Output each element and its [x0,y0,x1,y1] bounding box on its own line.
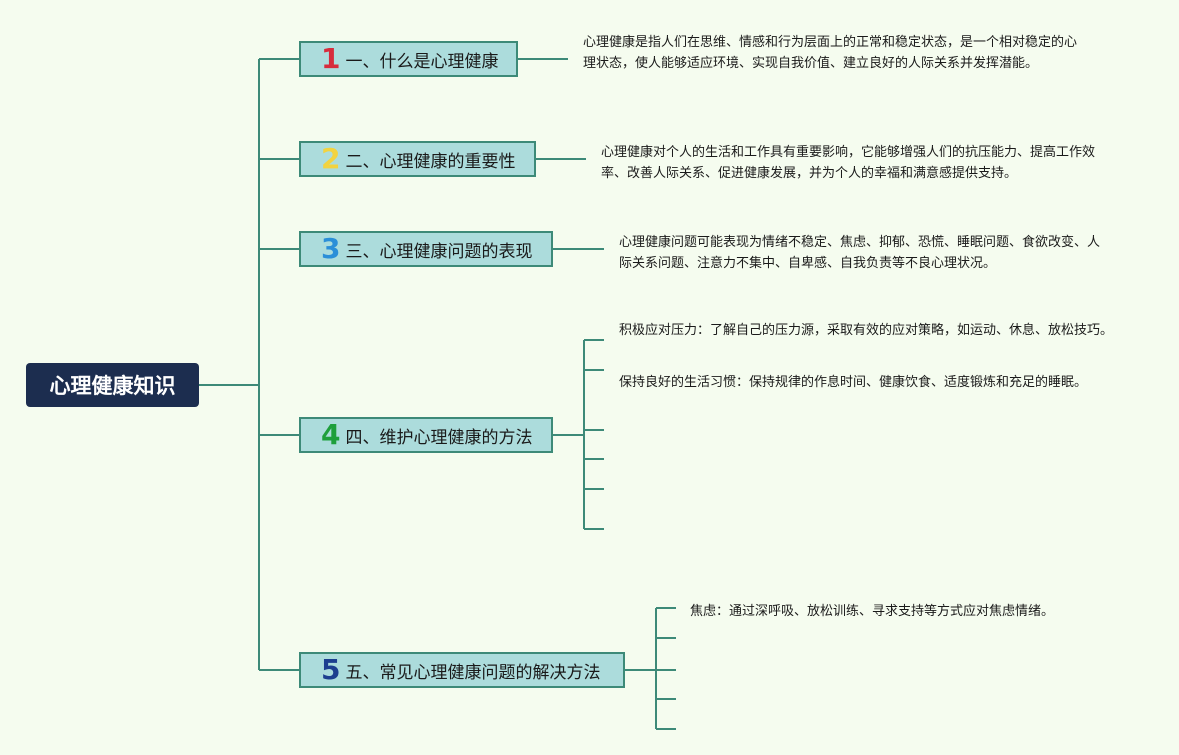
root-label: 心理健康知识 [49,374,176,398]
number-3-icon: 3 [321,232,341,265]
number-2-icon: 2 [321,142,341,175]
topic-5-detail: 焦虑：通过深呼吸、放松训练、寻求支持等方式应对焦虑情绪。 [690,604,1055,619]
topic-node-1[interactable]: 1 一、什么是心理健康 [299,41,518,77]
topic-node-3[interactable]: 3 三、心理健康问题的表现 [299,231,553,267]
topic-1-detail: 心理健康是指人们在思维、情感和行为层面上的正常和稳定状态，是一个相对稳定的心理状… [583,35,1078,71]
topic-4-detail-2: 保持良好的生活习惯：保持规律的作息时间、健康饮食、适度锻炼和充足的睡眠。 [619,375,1088,390]
topic-label: 五、常见心理健康问题的解决方法 [345,662,601,683]
topic-4-detail-1: 积极应对压力：了解自己的压力源，采取有效的应对策略，如运动、休息、放松技巧。 [619,323,1114,338]
topic-2-detail: 心理健康对个人的生活和工作具有重要影响，它能够增强人们的抗压能力、提高工作效率、… [601,145,1096,181]
topic-label: 三、心理健康问题的表现 [345,241,533,262]
topic-label: 四、维护心理健康的方法 [345,427,533,448]
topic-node-2[interactable]: 2 二、心理健康的重要性 [299,141,536,177]
topic-label: 一、什么是心理健康 [345,51,499,72]
topic-3-detail: 心理健康问题可能表现为情绪不稳定、焦虑、抑郁、恐慌、睡眠问题、食欲改变、人际关系… [619,235,1101,271]
root-node[interactable]: 心理健康知识 [26,363,199,407]
number-5-icon: 5 [321,653,341,686]
number-4-icon: 4 [321,418,341,451]
topic-node-5[interactable]: 5 五、常见心理健康问题的解决方法 [299,652,625,688]
topic-label: 二、心理健康的重要性 [345,151,516,172]
number-1-icon: 1 [321,42,341,75]
topic-node-4[interactable]: 4 四、维护心理健康的方法 [299,417,553,453]
